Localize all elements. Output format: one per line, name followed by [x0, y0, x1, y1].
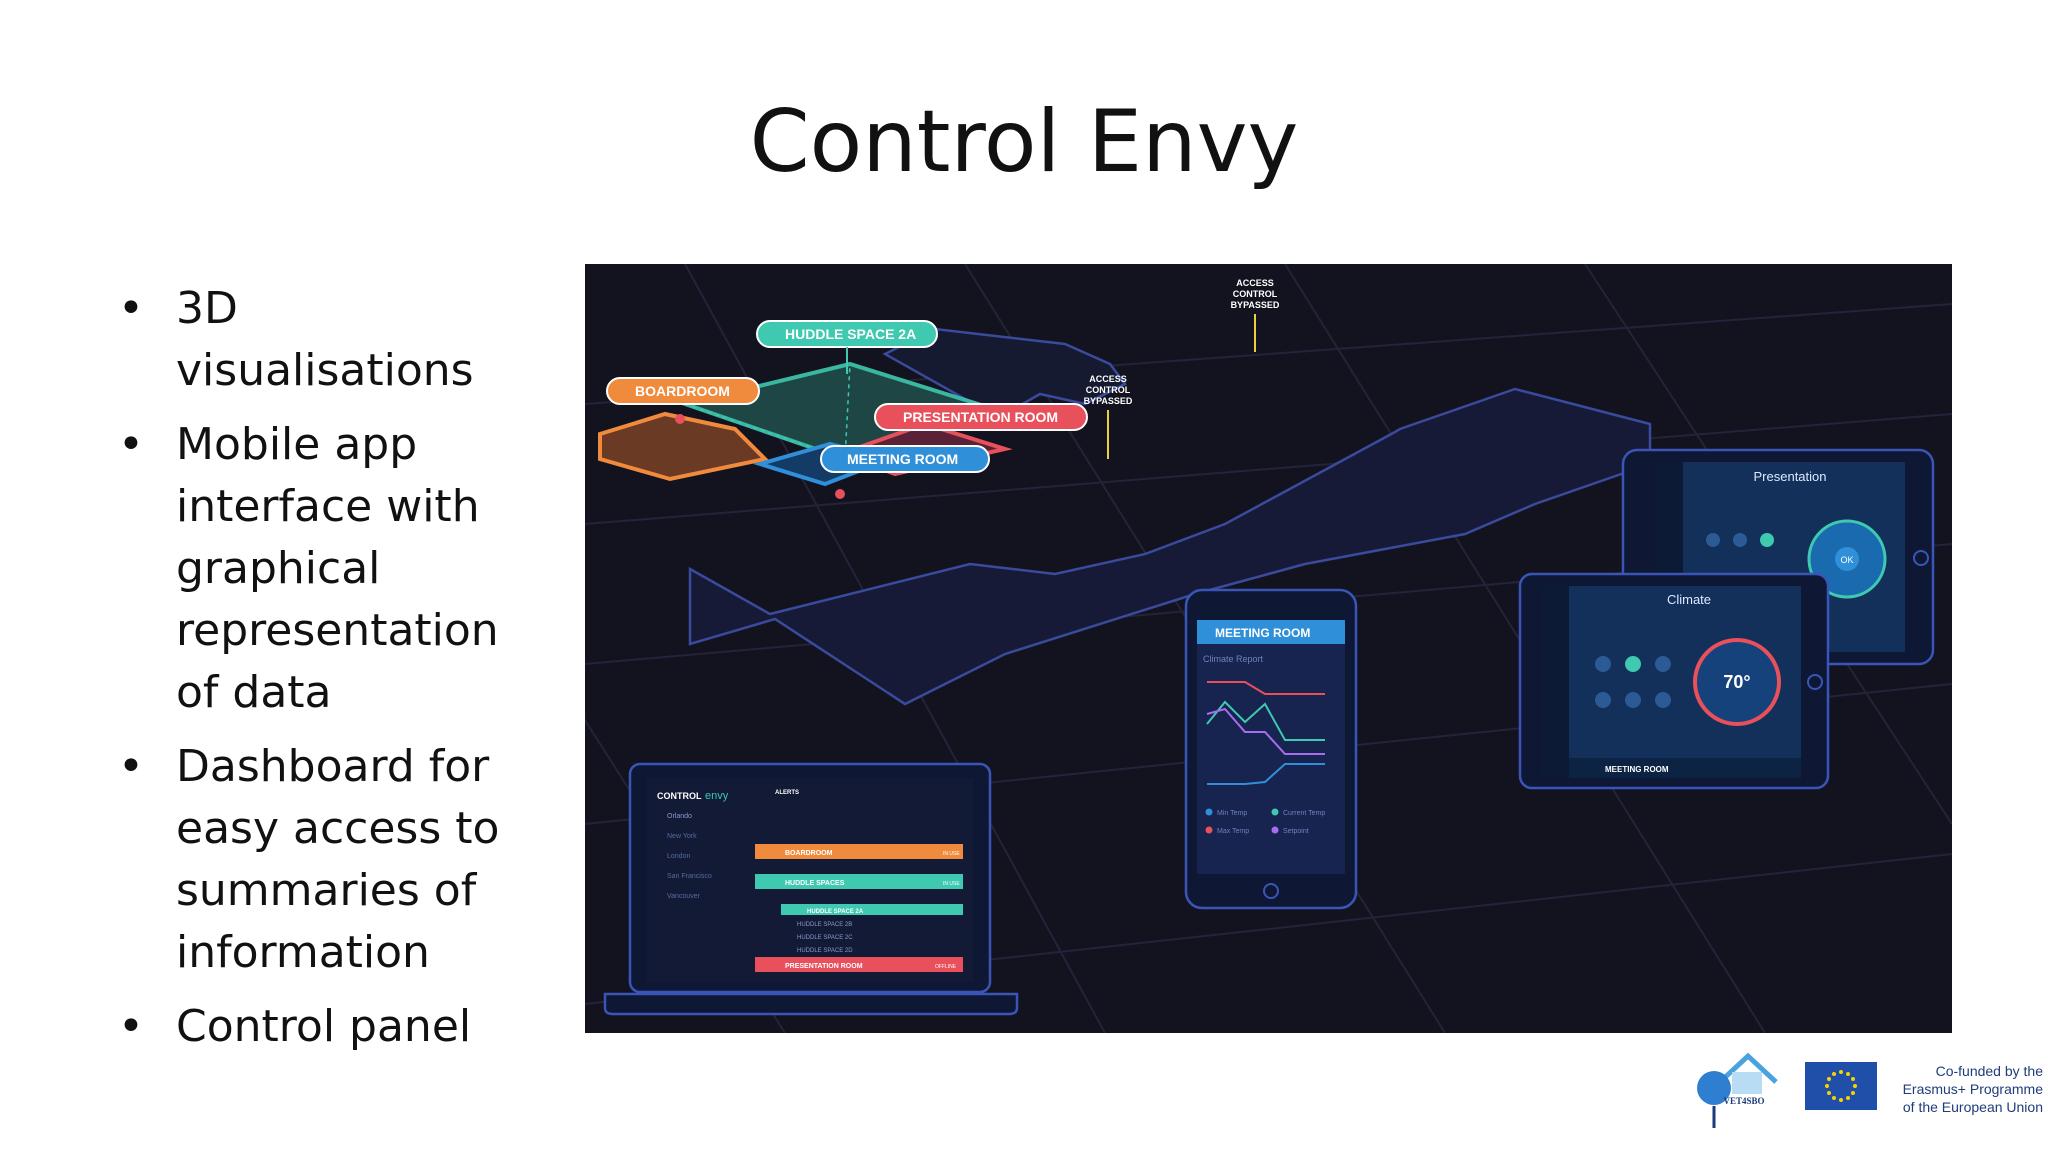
label-huddle-space: HUDDLE SPACE 2A [756, 320, 938, 374]
bullet-item: •Control panel [118, 1001, 472, 1052]
bullet-text: Dashboard for easy access to summaries o… [176, 741, 500, 978]
label-access-control-1: ACCESS CONTROL BYPASSED [1231, 278, 1280, 352]
svg-text:ACCESS: ACCESS [1089, 374, 1127, 384]
svg-text:HUDDLE SPACE 2A: HUDDLE SPACE 2A [807, 909, 864, 915]
svg-text:ALERTS: ALERTS [775, 790, 799, 796]
svg-text:BYPASSED: BYPASSED [1231, 300, 1280, 310]
tablet-title: Climate [1667, 592, 1711, 607]
svg-text:OFFLINE: OFFLINE [935, 964, 957, 970]
svg-text:PRESENTATION ROOM: PRESENTATION ROOM [903, 409, 1058, 425]
bullet-text: Control panel [176, 1001, 472, 1052]
slide-title: Control Envy [749, 92, 1299, 192]
svg-text:BOARDROOM: BOARDROOM [785, 850, 833, 857]
phone-subtitle: Climate Report [1203, 654, 1264, 664]
bullet-text: Mobile app interface with graphical repr… [176, 419, 499, 718]
svg-text:BYPASSED: BYPASSED [1084, 396, 1133, 406]
vet4sbo-logo: VET4SBO [1692, 1048, 1780, 1132]
room-footer: MEETING ROOM [1605, 765, 1669, 774]
svg-text:Max Temp: Max Temp [1217, 828, 1249, 835]
temperature-value: 70° [1723, 672, 1750, 692]
bullet-item: •3D visualisations [118, 283, 474, 396]
tablet-climate: Climate 70° MEETING ROOM [1518, 572, 1830, 790]
svg-text:ACCESS: ACCESS [1236, 278, 1274, 288]
laptop-dashboard: CONTROL envy Orlando New York London San… [603, 762, 1019, 1016]
svg-text:MEETING ROOM: MEETING ROOM [847, 451, 958, 467]
eu-flag-icon [1805, 1062, 1877, 1110]
svg-text:Current Temp: Current Temp [1283, 810, 1325, 817]
bullet-item: •Mobile app interface with graphical rep… [118, 419, 499, 718]
svg-text:Orlando: Orlando [667, 813, 692, 820]
marker-dot [675, 414, 685, 424]
svg-text:HUDDLE SPACE 2C: HUDDLE SPACE 2C [797, 935, 853, 941]
label-access-control-2: ACCESS CONTROL BYPASSED [1084, 374, 1133, 459]
svg-text:New York: New York [667, 833, 697, 840]
label-meeting-room: MEETING ROOM [820, 445, 990, 473]
phone-header: MEETING ROOM [1215, 626, 1310, 640]
svg-text:London: London [667, 853, 690, 860]
svg-text:HUDDLE SPACES: HUDDLE SPACES [785, 880, 845, 887]
bullet-text: 3D visualisations [176, 283, 474, 396]
svg-text:San Francisco: San Francisco [667, 873, 712, 880]
label-presentation-room: PRESENTATION ROOM [874, 403, 1088, 431]
room-boardroom [598, 411, 770, 482]
svg-text:IN USE: IN USE [943, 851, 960, 857]
svg-text:VET4SBO: VET4SBO [1723, 1096, 1764, 1106]
label-boardroom: BOARDROOM [606, 377, 760, 405]
svg-text:HUDDLE SPACE 2B: HUDDLE SPACE 2B [797, 922, 852, 928]
svg-text:PRESENTATION ROOM: PRESENTATION ROOM [785, 963, 863, 970]
svg-text:Vancouver: Vancouver [667, 893, 701, 900]
phone-climate-report: MEETING ROOM Climate Report Min Temp Cur… [1184, 588, 1358, 910]
svg-text:Min Temp: Min Temp [1217, 810, 1247, 817]
thermostat-dial [1693, 638, 1781, 726]
svg-text:BOARDROOM: BOARDROOM [635, 383, 730, 399]
svg-text:Setpoint: Setpoint [1283, 828, 1309, 835]
bullet-list: •3D visualisations •Mobile app interface… [118, 278, 548, 1070]
svg-text:CONTROL: CONTROL [1233, 289, 1278, 299]
tablet-title: Presentation [1754, 469, 1827, 484]
svg-text:HUDDLE SPACE 2A: HUDDLE SPACE 2A [785, 326, 916, 342]
hero-illustration: HUDDLE SPACE 2A BOARDROOM PRESENTATION R… [585, 264, 1952, 1033]
ok-button: OK [1840, 555, 1853, 565]
eu-funding-text: Co-funded by the Erasmus+ Programme of t… [1902, 1063, 2043, 1115]
laptop-brand-envy: envy [705, 790, 729, 802]
bullet-item: •Dashboard for easy access to summaries … [118, 741, 500, 978]
svg-text:CONTROL: CONTROL [1086, 385, 1131, 395]
marker-dot [835, 489, 845, 499]
svg-text:IN USE: IN USE [943, 881, 960, 887]
product-hero-image: HUDDLE SPACE 2A BOARDROOM PRESENTATION R… [585, 264, 1952, 1033]
svg-text:HUDDLE SPACE 2D: HUDDLE SPACE 2D [797, 948, 853, 954]
laptop-brand: CONTROL [657, 791, 702, 801]
